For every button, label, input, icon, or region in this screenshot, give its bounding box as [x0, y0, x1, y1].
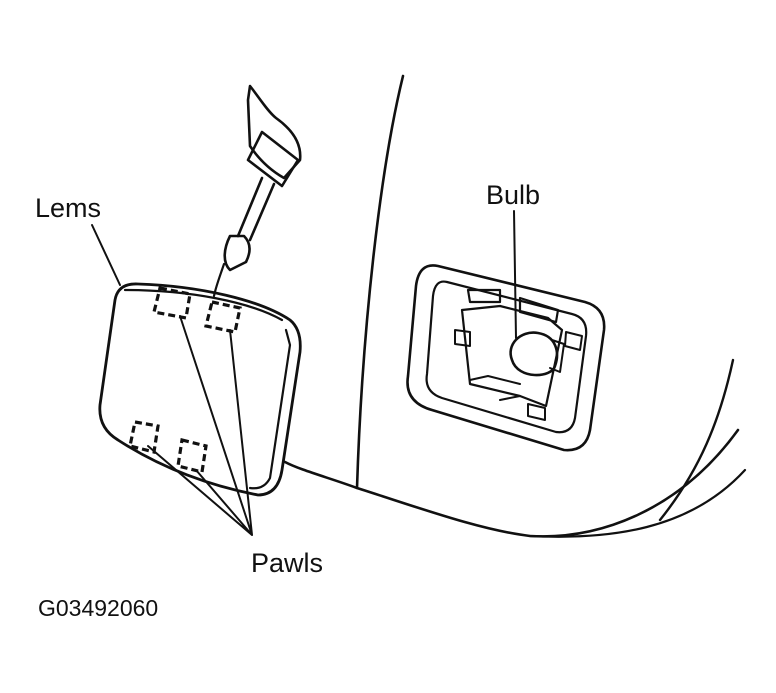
lens-leader-line: [91, 224, 121, 286]
housing-outer-rim: [406, 264, 606, 452]
body-panel: [283, 74, 747, 538]
figure-code: G03492060: [38, 595, 158, 621]
socket-side-tabs: [454, 329, 583, 351]
leader-lines: [91, 210, 517, 536]
screwdriver-shaft: [236, 176, 276, 242]
pawl-marker-2: [204, 300, 242, 334]
lens-label: Lems: [35, 193, 101, 223]
pawl-marker-3: [128, 420, 160, 454]
bulb-glass: [509, 331, 559, 377]
pawls-leader-lines: [147, 315, 253, 536]
bulb-leader-line: [513, 210, 517, 339]
pawl-marker-4: [176, 438, 208, 474]
bulb-base: [549, 339, 565, 373]
pawl-markers: [128, 286, 242, 474]
pawls-label: Pawls: [251, 548, 323, 578]
lens-side-edge: [248, 328, 292, 490]
socket-lower-tabs: [469, 375, 546, 421]
housing-inner-rim: [425, 280, 588, 434]
panel-lower-line-2: [528, 468, 747, 538]
screwdriver-icon: [212, 84, 302, 298]
panel-edge-line: [355, 74, 405, 490]
fender-arch-line: [658, 358, 735, 522]
lens-top-edge: [123, 288, 284, 322]
screwdriver-tip-wrap: [223, 234, 251, 272]
screwdriver-hand: [246, 84, 302, 180]
lens-outline: [98, 282, 302, 497]
socket-top-tabs: [466, 288, 560, 324]
panel-lower-line: [283, 428, 740, 538]
bulb-label: Bulb: [486, 180, 540, 210]
screwdriver-handle: [246, 130, 300, 188]
lens-part: [98, 282, 302, 497]
lamp-housing: [406, 264, 606, 452]
screwdriver-tip: [212, 262, 226, 298]
